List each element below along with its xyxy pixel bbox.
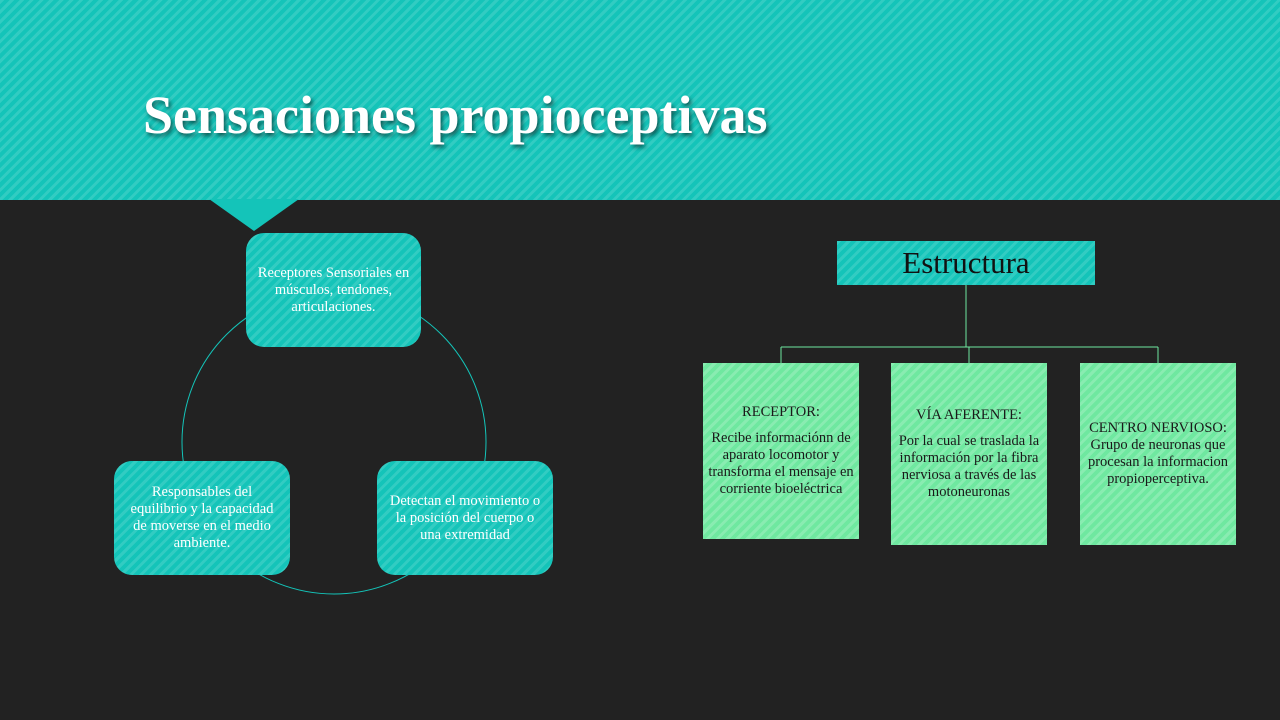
structure-leaf-via-aferente: VÍA AFERENTE: Por la cual se traslada la… bbox=[891, 363, 1047, 545]
cycle-node-receptores: Receptores Sensoriales en músculos, tend… bbox=[246, 233, 421, 347]
structure-leaf-receptor: RECEPTOR: Recibe informaciónn de aparato… bbox=[703, 363, 859, 539]
cycle-node-text: Detectan el movimiento o la posición del… bbox=[389, 492, 541, 543]
header-banner bbox=[0, 0, 1280, 200]
cycle-node-responsables: Responsables del equilibrio y la capacid… bbox=[114, 461, 290, 575]
page-title: Sensaciones propioceptivas bbox=[143, 85, 768, 145]
cycle-node-detectan: Detectan el movimiento o la posición del… bbox=[377, 461, 553, 575]
leaf-body: Por la cual se traslada la información p… bbox=[898, 433, 1040, 500]
leaf-title: RECEPTOR: bbox=[742, 404, 820, 420]
cycle-node-text: Responsables del equilibrio y la capacid… bbox=[130, 484, 274, 551]
leaf-body: Recibe informaciónn de aparato locomotor… bbox=[708, 430, 854, 497]
structure-leaf-centro-nervioso: CENTRO NERVIOSO: Grupo de neuronas que p… bbox=[1080, 363, 1236, 545]
leaf-body: CENTRO NERVIOSO: Grupo de neuronas que p… bbox=[1087, 420, 1229, 487]
structure-root: Estructura bbox=[837, 241, 1095, 285]
cycle-node-text: Receptores Sensoriales en músculos, tend… bbox=[257, 264, 410, 315]
leaf-title: VÍA AFERENTE: bbox=[916, 407, 1022, 423]
header-pointer bbox=[209, 199, 299, 231]
